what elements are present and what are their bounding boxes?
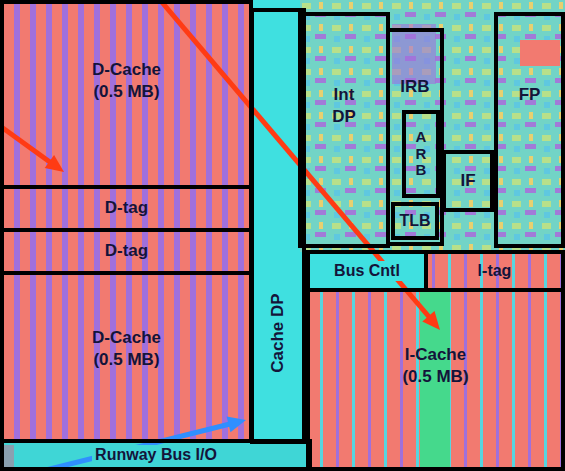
logic-block: ARB [402, 110, 440, 198]
logic-block [392, 24, 436, 84]
logic-block: FP [494, 12, 565, 248]
tag-block: D-tag [0, 228, 253, 275]
block-label: D-Cache (0.5 MB) [79, 327, 174, 371]
logic-block: IRB ARB TLB [386, 28, 444, 246]
datapath-block: Int DP [298, 12, 390, 248]
callout-arrow [42, 423, 236, 471]
block-label: D-tag [105, 197, 148, 219]
block-label: ARB [414, 129, 429, 179]
bus-io-area [0, 441, 310, 471]
block-label: TLB [399, 211, 430, 232]
block-label: Cache DP [267, 293, 289, 372]
block-label: I-tag [478, 261, 512, 282]
block-label: I-Cache (0.5 MB) [388, 344, 483, 388]
i-cache-array [308, 290, 565, 471]
cache-block: D-Cache (0.5 MB) [0, 271, 253, 443]
block-label: Runway Bus I/O [92, 445, 220, 466]
tag-block: I-tag [424, 250, 565, 292]
logic-block [520, 40, 560, 66]
block-label: Int DP [323, 84, 365, 128]
block-label: Bus Cntl [331, 261, 403, 282]
block-label: D-tag [105, 240, 148, 262]
callout-arrow [0, 126, 54, 165]
cache-block: I-Cache (0.5 MB) [306, 288, 565, 471]
arrow-head [45, 155, 64, 172]
block-label: FP [519, 84, 541, 106]
bus-io-band: Runway Bus I/O [0, 439, 312, 471]
block-label: D-Cache (0.5 MB) [79, 59, 174, 103]
bus-control-area [308, 252, 426, 290]
i-tag-array [426, 252, 565, 290]
block-label: IF [460, 170, 475, 192]
control-block: Bus Cntl [306, 250, 428, 292]
logic-block: TLB [391, 202, 439, 240]
arrow-head [227, 417, 246, 433]
logic-block: IF [442, 150, 494, 212]
tag-block: D-tag [0, 185, 253, 232]
block-label: IRB [400, 76, 429, 98]
cache-block: D-Cache (0.5 MB) [0, 0, 253, 189]
arrow-head [422, 311, 440, 330]
